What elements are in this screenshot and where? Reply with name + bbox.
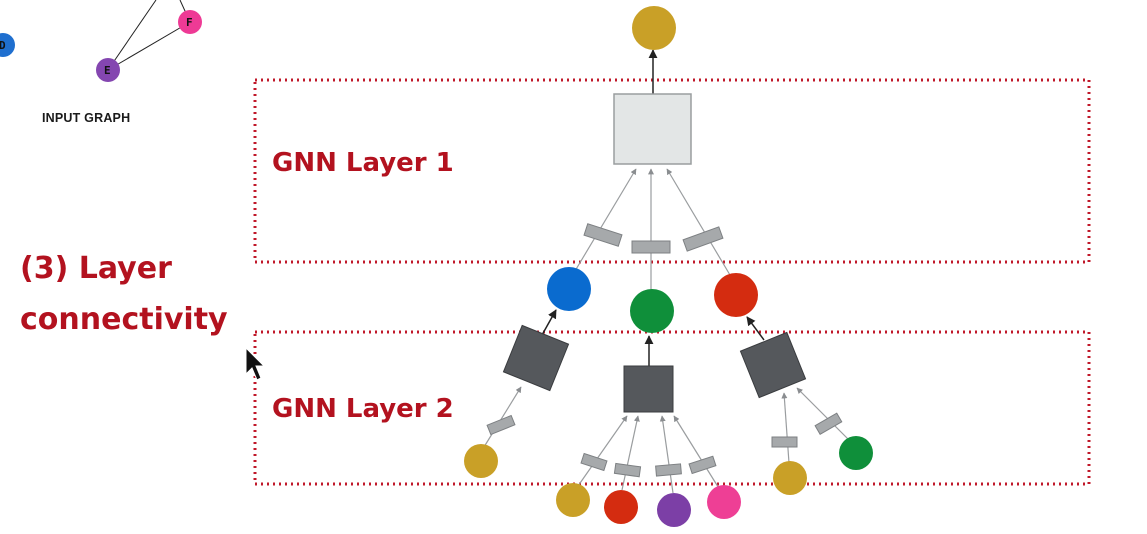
node-gold xyxy=(556,483,590,517)
input-graph-label: INPUT GRAPH xyxy=(42,111,131,125)
message-box xyxy=(771,436,798,448)
message-box xyxy=(486,414,516,436)
graph-node-f xyxy=(178,10,202,34)
message-edge xyxy=(666,168,731,276)
layer1-label: GNN Layer 1 xyxy=(272,148,454,178)
layer1-frame xyxy=(253,78,1091,264)
node-gold xyxy=(773,461,807,495)
node-gold xyxy=(464,444,498,478)
layer2-frame xyxy=(253,330,1091,486)
layer2-aggregator-right xyxy=(739,331,807,399)
graph-edge xyxy=(107,21,191,71)
message-box xyxy=(631,240,671,254)
node-green xyxy=(630,289,674,333)
message-edge xyxy=(659,415,674,494)
graph-edge xyxy=(107,0,157,71)
output-arrow xyxy=(541,309,557,336)
output-node-gold xyxy=(632,6,676,50)
graph-node-e xyxy=(96,58,120,82)
node-red xyxy=(714,273,758,317)
message-edge xyxy=(577,415,628,487)
message-box xyxy=(583,223,623,247)
node-green xyxy=(839,436,873,470)
message-edge xyxy=(781,392,790,464)
message-box xyxy=(688,455,717,475)
message-box xyxy=(655,463,682,477)
message-edge xyxy=(483,386,522,448)
layer1-aggregator xyxy=(613,93,692,165)
graph-node-e-label: E xyxy=(104,64,111,77)
node-red xyxy=(604,490,638,524)
node-purple xyxy=(657,493,691,527)
mouse-cursor-icon xyxy=(245,346,266,381)
message-box xyxy=(580,452,608,472)
graph-node-f-label: F xyxy=(186,16,193,29)
section-title-line1: (3) Layer xyxy=(20,251,172,286)
message-box xyxy=(682,226,724,252)
message-box xyxy=(814,412,843,436)
graph-node-d xyxy=(0,33,15,57)
message-box xyxy=(613,462,642,478)
layer2-aggregator-left xyxy=(502,324,570,392)
section-title-line2: connectivity xyxy=(20,302,228,337)
layer2-label: GNN Layer 2 xyxy=(272,394,454,424)
message-edge xyxy=(574,168,637,272)
input-graph: D E F xyxy=(0,0,202,82)
node-pink xyxy=(707,485,741,519)
output-arrow xyxy=(746,316,765,341)
message-edge xyxy=(673,415,721,491)
message-edge xyxy=(621,415,640,491)
layer2-aggregator-center xyxy=(623,365,674,413)
node-blue xyxy=(547,267,591,311)
message-edge xyxy=(796,387,851,442)
graph-node-d-label: D xyxy=(0,39,6,52)
